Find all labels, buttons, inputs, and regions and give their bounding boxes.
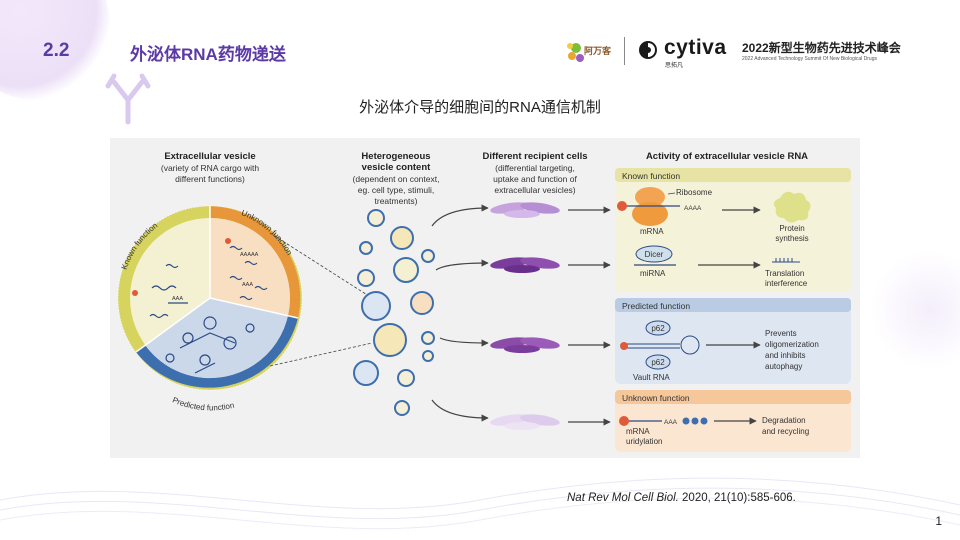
logo-divider bbox=[624, 37, 625, 65]
vault-cap-icon bbox=[620, 342, 628, 350]
unknown-outcome-1: and recycling bbox=[762, 427, 809, 436]
col2-sub-1: eg. cell type, stimuli, bbox=[358, 185, 435, 195]
extracellular-vesicle bbox=[117, 205, 303, 391]
predicted-outcome-1: oligomerization bbox=[765, 340, 819, 349]
citation-details: 2020, 21(10):585-606. bbox=[678, 492, 796, 504]
dicer-label: Dicer bbox=[645, 250, 664, 259]
citation: Nat Rev Mol Cell Biol. 2020, 21(10):585-… bbox=[567, 492, 796, 504]
vault-rna-icon bbox=[624, 335, 700, 355]
unknown-polya: AAA bbox=[664, 419, 678, 426]
ev-cargo-dot bbox=[132, 290, 138, 296]
predicted-header: Predicted function bbox=[622, 301, 690, 311]
logo1-text: 阿万客 bbox=[584, 46, 612, 56]
ribosome-pointer bbox=[667, 192, 676, 195]
background-wave bbox=[0, 477, 960, 530]
predicted-outcome-0: Prevents bbox=[765, 329, 797, 338]
vault-rna-label: Vault RNA bbox=[633, 373, 670, 382]
ev-cargo-dot bbox=[225, 238, 231, 244]
col3-sub-0: (differential targeting, bbox=[495, 163, 575, 173]
svg-text:AAA: AAA bbox=[172, 296, 183, 302]
protein-label-1: synthesis bbox=[775, 234, 808, 243]
vesicle-cluster bbox=[353, 209, 435, 416]
translation-label-0: Translation bbox=[765, 269, 804, 278]
col2-title-1: vesicle content bbox=[362, 162, 431, 173]
svg-text:AAA: AAA bbox=[242, 282, 253, 288]
col1-sub-1: different functions) bbox=[175, 174, 245, 184]
predicted-outcome-2: and inhibits bbox=[765, 351, 805, 360]
antibody-icon bbox=[105, 73, 151, 125]
col4-title: Activity of extracellular vesicle RNA bbox=[646, 151, 808, 162]
mrna-cap-icon bbox=[617, 201, 627, 211]
col1-sub-0: (variety of RNA cargo with bbox=[161, 163, 260, 173]
mrna-polya: AAAA bbox=[684, 205, 702, 212]
section-title: 外泌体RNA药物递送 bbox=[130, 45, 286, 64]
uridine-tail-icon bbox=[682, 417, 708, 425]
col2-sub-0: (dependent on context, bbox=[353, 174, 440, 184]
avantgarde-logo-icon bbox=[567, 43, 584, 62]
target-mrna-icon bbox=[772, 258, 800, 263]
unknown-outcome-0: Degradation bbox=[762, 416, 806, 425]
zoom-line bbox=[269, 232, 373, 299]
uptake-arrows bbox=[431, 204, 489, 422]
recipient-cells-1 bbox=[490, 202, 560, 218]
figure-diagram: Extracellular vesicle (variety of RNA ca… bbox=[117, 151, 851, 452]
predicted-outcome-3: autophagy bbox=[765, 362, 802, 371]
cytiva-brand: cytiva bbox=[664, 36, 727, 59]
p62-bottom-icon bbox=[645, 354, 671, 370]
translation-label-1: interference bbox=[765, 279, 808, 288]
rna-cargo bbox=[149, 245, 268, 374]
p62-top-icon bbox=[645, 320, 671, 336]
uridylation-label: uridylation bbox=[626, 437, 662, 446]
section-number: 2.2 bbox=[43, 40, 70, 61]
mirna-label: miRNA bbox=[640, 269, 666, 278]
recipient-cells-2 bbox=[490, 257, 560, 273]
summit-title: 2022新型生物药先进技术峰会 bbox=[742, 41, 901, 55]
recipient-cells-3 bbox=[490, 337, 560, 353]
unknown-mrna-label: mRNA bbox=[626, 427, 650, 436]
col3-sub-1: uptake and function of bbox=[493, 174, 577, 184]
p62-top-label: p62 bbox=[651, 324, 665, 333]
mrna-label: mRNA bbox=[640, 227, 664, 236]
page-number: 1 bbox=[935, 514, 942, 528]
background-blob-right bbox=[870, 250, 960, 370]
protein-icon bbox=[773, 191, 811, 223]
p62-bottom-label: p62 bbox=[651, 358, 665, 367]
protein-label-0: Protein bbox=[779, 224, 804, 233]
col2-title-0: Heterogeneous bbox=[361, 151, 430, 162]
activity-arrows bbox=[568, 206, 611, 426]
svg-text:AAAAA: AAAAA bbox=[240, 252, 259, 258]
known-header: Known function bbox=[622, 171, 680, 181]
col3-title: Different recipient cells bbox=[482, 151, 587, 162]
figure-title: 外泌体介导的细胞间的RNA通信机制 bbox=[359, 99, 601, 116]
dicer-icon bbox=[635, 245, 673, 263]
unknown-header: Unknown function bbox=[622, 393, 690, 403]
cytiva-logo-icon bbox=[639, 41, 657, 59]
col1-title: Extracellular vesicle bbox=[164, 151, 255, 162]
summit-subtitle: 2022 Advanced Technology Summit Of New B… bbox=[742, 56, 877, 62]
col3-sub-2: extracellular vesicles) bbox=[494, 185, 575, 195]
arc-label-predicted: Predicted function bbox=[171, 395, 235, 412]
ribosome-label: Ribosome bbox=[676, 188, 713, 197]
col2-sub-2: treatments) bbox=[375, 196, 418, 206]
figure-panel: Extracellular vesicle (variety of RNA ca… bbox=[110, 138, 860, 458]
recipient-cells-4 bbox=[490, 414, 560, 430]
zoom-line bbox=[269, 342, 373, 367]
ev-polya-labels: AAA AAAAA AAA bbox=[172, 252, 259, 302]
unknown-cap-icon bbox=[619, 416, 629, 426]
citation-journal: Nat Rev Mol Cell Biol. bbox=[567, 492, 679, 504]
cytiva-subtitle: 思拓凡 bbox=[665, 63, 684, 69]
ribosome-icon bbox=[632, 187, 668, 226]
predicted-function-panel bbox=[615, 298, 851, 384]
